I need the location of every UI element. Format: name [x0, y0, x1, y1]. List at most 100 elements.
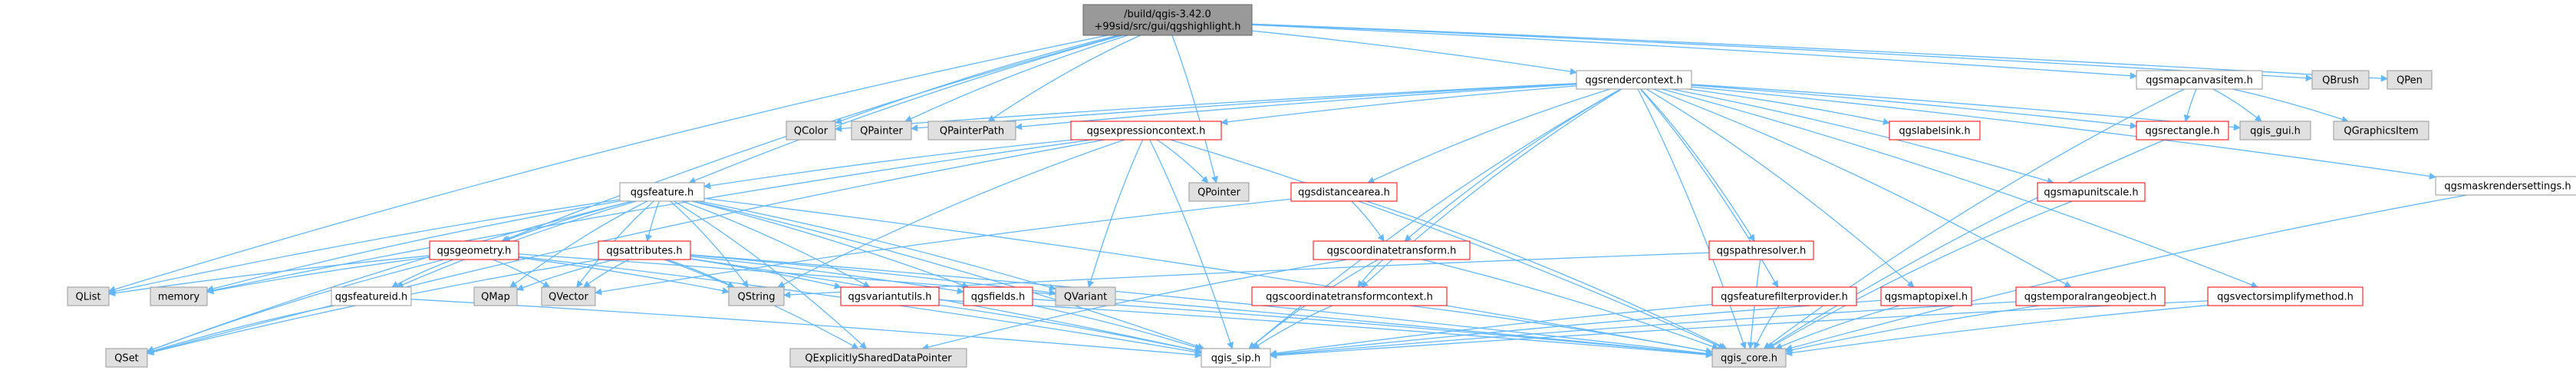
node-box: [2207, 286, 2364, 306]
edge-qgsmapcanvasitem-to-QGraphicsItem: [2232, 88, 2349, 123]
edge-qgscoordinatetransformcontext-to-qgis_sip: [1252, 305, 1333, 349]
node-box: [927, 121, 1016, 141]
node-box: [2136, 121, 2229, 141]
edge-root-to-qgsrendercontext: [1251, 30, 1577, 75]
node-box: [2037, 182, 2146, 202]
node-QVariant: QVariant: [1055, 286, 1116, 306]
node-QColor: QColor: [786, 121, 836, 141]
node-box: [1576, 70, 1692, 90]
node-qgsfields[interactable]: qgsfields.h: [963, 286, 1033, 306]
edge-qgsattributes-to-qgsfields: [690, 256, 964, 295]
node-label: QPainter: [860, 126, 903, 137]
node-qgsmapunitscale[interactable]: qgsmapunitscale.h: [2037, 182, 2146, 202]
node-qgsfeature[interactable]: qgsfeature.h: [619, 182, 705, 202]
edge-qgsvariantutils-to-qgis_sip: [938, 304, 1202, 354]
node-qgscoordinatetransformcontext[interactable]: qgscoordinatetransformcontext.h: [1251, 286, 1448, 306]
node-label: QExplicitlySharedDataPointer: [805, 353, 952, 365]
node-box: [1708, 240, 1814, 260]
node-qgsrendercontext[interactable]: qgsrendercontext.h: [1576, 70, 1692, 90]
node-qgstemporalrangeobject[interactable]: qgstemporalrangeobject.h: [2015, 286, 2166, 306]
node-qgis_sip[interactable]: qgis_sip.h: [1201, 348, 1271, 368]
node-qgsrectangle[interactable]: qgsrectangle.h: [2136, 121, 2229, 141]
node-box: [1070, 121, 1222, 141]
node-QList: QList: [67, 286, 110, 306]
edge-qgsexpressioncontext-to-qgis_sip: [1149, 139, 1234, 349]
node-qgsmapcanvasitem[interactable]: qgsmapcanvasitem.h: [2136, 70, 2263, 90]
node-label: QPainterPath: [940, 126, 1004, 137]
node-qgsdistancearea[interactable]: qgsdistancearea.h: [1290, 182, 1398, 202]
edge-qgsexpressioncontext-to-QVariant: [1087, 139, 1144, 288]
edge-qgsfeature-to-memory: [206, 200, 621, 293]
edge-qgstemporalrangeobject-to-qgis_sip: [1270, 301, 2017, 359]
edge-qgsexpressioncontext-to-qgis_core: [1170, 139, 1725, 349]
node-box: [2387, 70, 2433, 90]
edge-qgsrendercontext-to-qgsrectangle: [1691, 84, 2137, 130]
node-box: [473, 286, 518, 306]
node-box: [2333, 121, 2429, 141]
node-box: [67, 286, 110, 306]
node-label: QGraphicsItem: [2344, 126, 2418, 137]
edge-qgsrendercontext-to-qgsmaskrendersettings: [1691, 86, 2436, 180]
edge-qgsgeometry-to-qgsfeatureid: [390, 259, 454, 288]
node-qgscoordinatetransform[interactable]: qgscoordinatetransform.h: [1313, 240, 1471, 260]
node-box: [598, 240, 691, 260]
edge-qgsfields-to-qgis_sip: [1032, 304, 1202, 351]
node-label: qgsrendercontext.h: [1585, 75, 1682, 87]
node-box: [150, 286, 208, 306]
node-label: qgsfeature.h: [631, 187, 694, 199]
edge-qgsrendercontext-to-qgsvectorsimplifymethod: [1661, 88, 2258, 289]
edge-qgsattributes-to-QVector: [583, 259, 630, 288]
edge-qgsfields-to-qgis_core: [1032, 299, 1713, 358]
node-QPainterPath: QPainterPath: [927, 121, 1016, 141]
node-qgis_gui: qgis_gui.h: [2239, 121, 2311, 141]
node-qgsexpressioncontext[interactable]: qgsexpressioncontext.h: [1070, 121, 1222, 141]
node-root[interactable]: /build/qgis-3.42.0+99sid/src/gui/qgshigh…: [1082, 4, 1253, 36]
edge-qgsexpressioncontext-to-QSet: [147, 139, 1105, 356]
edge-root-to-QColor: [835, 35, 1118, 124]
node-QGraphicsItem: QGraphicsItem: [2333, 121, 2429, 141]
edge-qgsmaptopixel-to-qgis_sip: [1270, 299, 1882, 358]
edge-qgsdistancearea-to-qgscoordinatetransform: [1351, 200, 1385, 242]
node-QPainter: QPainter: [851, 121, 912, 141]
node-label: QMap: [481, 292, 510, 303]
node-qgsvectorsimplifymethod[interactable]: qgsvectorsimplifymethod.h: [2207, 286, 2364, 306]
edge-qgsrendercontext-to-qgspathresolver: [1640, 88, 1755, 242]
node-qgsmaskrendersettings[interactable]: qgsmaskrendersettings.h: [2435, 176, 2576, 196]
node-qgslabelsink[interactable]: qgslabelsink.h: [1889, 121, 1981, 141]
edge-qgsrendercontext-to-qgis_gui: [1691, 84, 2241, 131]
edge-root-to-QPainterPath: [987, 35, 1141, 122]
edge-qgsfeature-to-QVariant: [699, 200, 1056, 291]
node-box: [851, 121, 912, 141]
node-label: QString: [737, 292, 775, 303]
node-qgsmaptopixel[interactable]: qgsmaptopixel.h: [1880, 286, 1972, 306]
node-qgspathresolver[interactable]: qgspathresolver.h: [1708, 240, 1814, 260]
node-box: [429, 240, 519, 260]
edge-qgsdistancearea-to-QVector: [595, 198, 1292, 296]
node-box: [1880, 286, 1972, 306]
node-label: qgsvariantutils.h: [848, 292, 932, 303]
node-box: [786, 121, 836, 141]
edge-root-to-qgsmapcanvasitem: [1251, 24, 2137, 80]
edge-qgsfeature-to-qgsfields: [691, 200, 970, 289]
node-box: [541, 286, 596, 306]
node-qgsattributes[interactable]: qgsattributes.h: [598, 240, 691, 260]
node-box: [1889, 121, 1981, 141]
node-qgis_core: qgis_core.h: [1711, 348, 1787, 368]
edge-qgsrendercontext-to-qgsexpressioncontext: [1220, 85, 1577, 126]
node-label: +99sid/src/gui/qgshighlight.h: [1094, 21, 1240, 33]
node-box: [1082, 4, 1253, 36]
node-memory: memory: [150, 286, 208, 306]
node-qgsvariantutils[interactable]: qgsvariantutils.h: [840, 286, 940, 306]
edge-qgsattributes-to-qgsvariantutils: [690, 258, 842, 289]
edge-qgsrendercontext-to-qgslabelsink: [1688, 88, 1890, 125]
node-box: [1188, 182, 1250, 202]
node-label: QVariant: [1064, 292, 1107, 303]
node-qgsfeaturefilterprovider[interactable]: qgsfeaturefilterprovider.h: [1711, 286, 1857, 306]
node-qgsgeometry[interactable]: qgsgeometry.h: [429, 240, 519, 260]
node-qgsfeatureid[interactable]: qgsfeatureid.h: [331, 286, 412, 306]
edge-qgsfeatureid-to-qgis_sip: [410, 299, 1202, 359]
edge-qgsfeature-to-QVector: [576, 200, 654, 288]
node-label: qgscoordinatetransform.h: [1327, 246, 1457, 257]
node-box: [1313, 240, 1471, 260]
